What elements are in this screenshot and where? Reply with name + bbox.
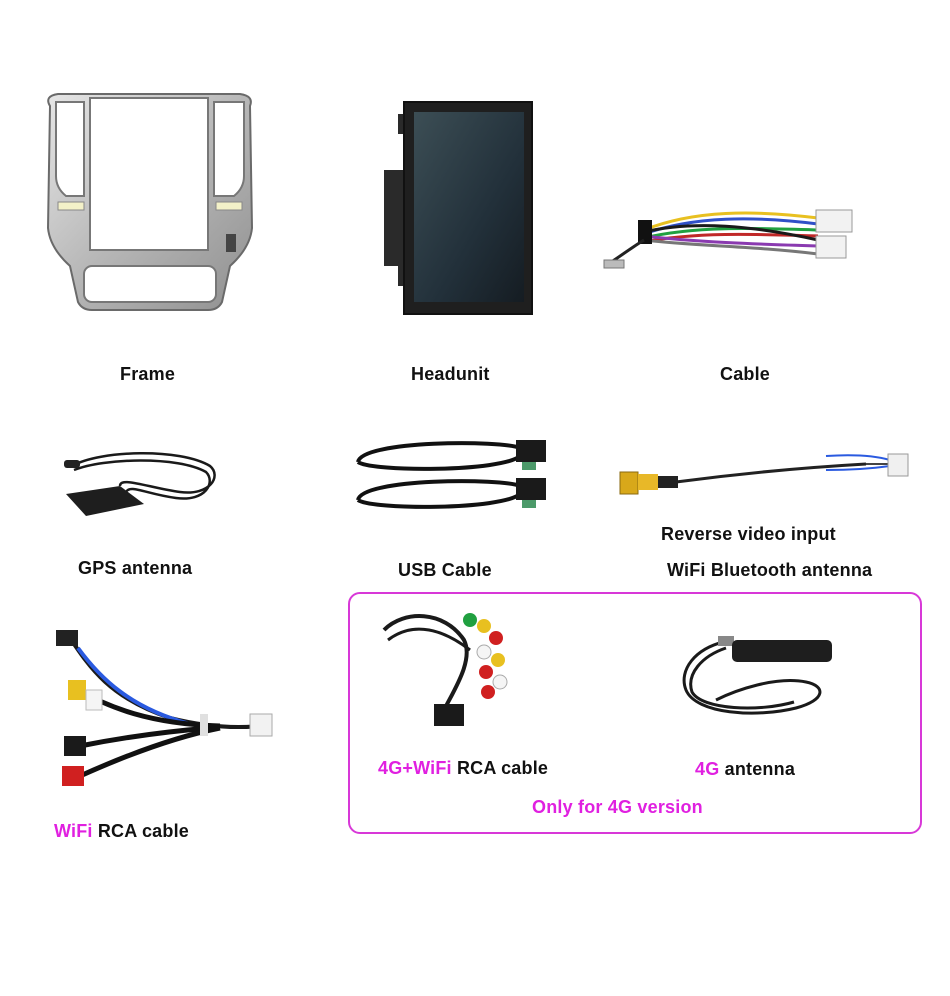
- 4g-wifi-rca-cable-label: 4G+WiFi RCA cable: [378, 758, 548, 779]
- usb-cable-image: [356, 440, 546, 509]
- 4g-antenna-image: [682, 636, 832, 715]
- gps-antenna-image: [64, 452, 216, 516]
- wifi-rca-text: RCA cable: [92, 821, 189, 841]
- 4g-wifi-rca-cable-image: [382, 613, 508, 726]
- 4g-version-note: Only for 4G version: [532, 797, 703, 817]
- wifi-bluetooth-antenna-label: WiFi Bluetooth antenna: [667, 560, 873, 580]
- cable-image: [603, 209, 853, 269]
- headunit-label: Headunit: [411, 364, 490, 384]
- frame-image: [46, 93, 254, 311]
- 4g-highlight: 4G: [695, 759, 720, 779]
- usb-cable-label: USB Cable: [398, 560, 492, 580]
- headunit-image: [384, 101, 533, 315]
- 4g-version-box: [348, 592, 922, 834]
- wifi-rca-cable-label: WiFi RCA cable: [54, 821, 189, 842]
- gps-antenna-label: GPS antenna: [78, 558, 193, 578]
- wifi-rca-cable-image: [56, 630, 273, 786]
- reverse-video-label: Reverse video input: [661, 524, 836, 544]
- wifi-highlight: WiFi: [54, 821, 93, 841]
- 4g-antenna-label: 4G antenna: [695, 759, 795, 780]
- 4g-antenna-text: antenna: [719, 759, 796, 779]
- 4g-wifi-highlight: 4G+WiFi: [378, 758, 452, 778]
- cable-label: Cable: [720, 364, 771, 384]
- frame-label: Frame: [120, 364, 176, 384]
- 4g-wifi-rca-text: RCA cable: [451, 758, 549, 778]
- reverse-video-cable-image: [619, 453, 909, 495]
